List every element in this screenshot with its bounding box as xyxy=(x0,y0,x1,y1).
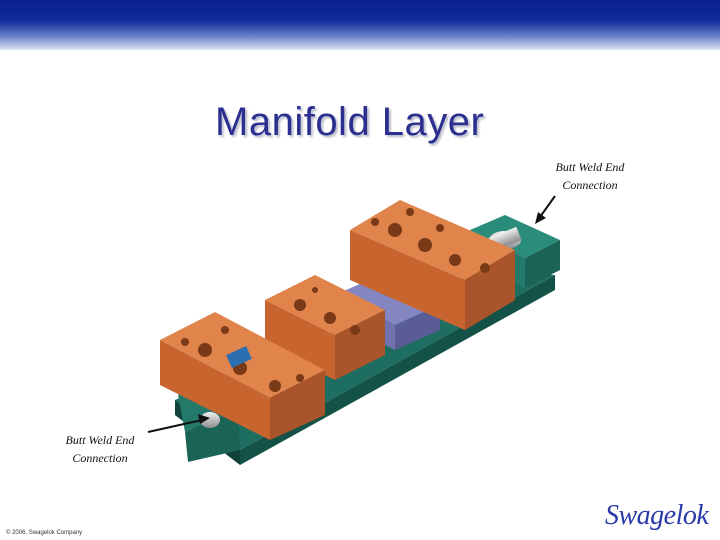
callout-top-line1: Butt Weld End xyxy=(555,160,625,174)
callout-butt-weld-top: Butt Weld End Connection xyxy=(535,158,645,194)
callout-butt-weld-bottom: Butt Weld End Connection xyxy=(45,431,155,467)
slide-title: Manifold Layer xyxy=(215,100,485,144)
callout-arrow-top xyxy=(535,195,556,224)
callout-arrow-bottom xyxy=(147,414,210,433)
header-bar xyxy=(0,0,720,50)
orange-block-rear xyxy=(350,200,515,330)
copyright-notice: © 2006, Swagelok Company xyxy=(6,530,83,536)
callout-bottom-line1: Butt Weld End xyxy=(65,433,135,447)
callout-bottom-line2: Connection xyxy=(72,451,128,465)
swagelok-logo: Swagelok xyxy=(605,500,709,531)
orange-block-front xyxy=(160,312,325,440)
orange-block-middle xyxy=(265,275,385,380)
callout-top-line2: Connection xyxy=(562,178,618,192)
